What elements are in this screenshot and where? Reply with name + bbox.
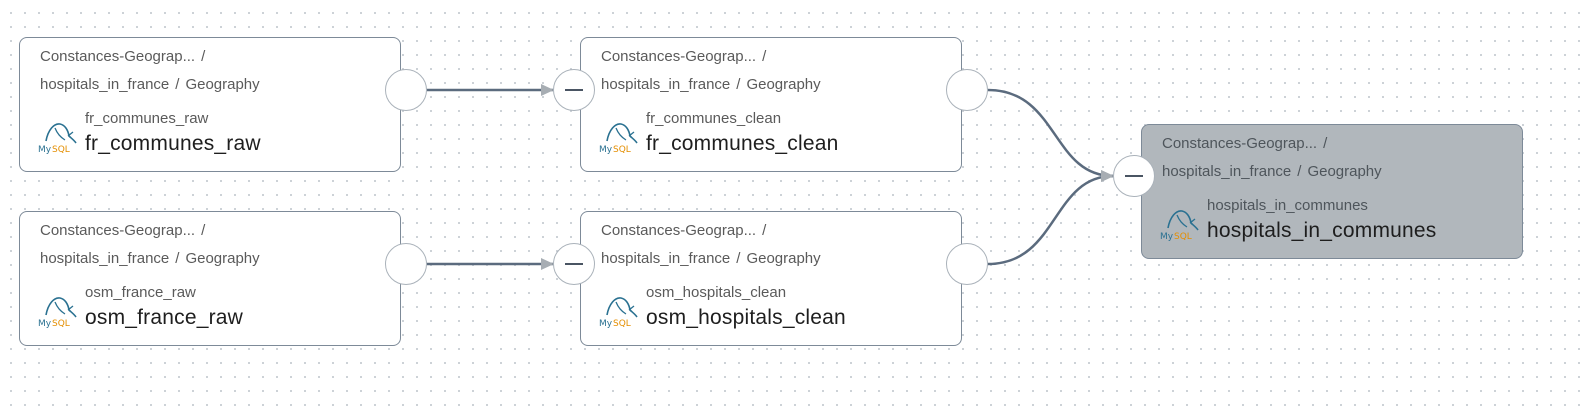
folder-link[interactable]: Geography (746, 76, 821, 93)
node-sub-name: osm_france_raw (85, 284, 196, 301)
node-breadcrumb-project: Constances-Geograp.../ (601, 222, 767, 239)
node-name[interactable]: osm_france_raw (85, 306, 244, 329)
node-sub-name: hospitals_in_communes (1207, 197, 1368, 214)
input-handle-osm-hospitals-clean[interactable] (553, 243, 595, 285)
node-breadcrumb-dataset: hospitals_in_france/Geography (40, 76, 260, 93)
svg-text:SQL: SQL (52, 319, 70, 329)
node-breadcrumb-project: Constances-Geograp.../ (40, 222, 206, 239)
input-handle-fr-communes-clean[interactable] (553, 69, 595, 111)
dataset-link[interactable]: hospitals_in_france (1162, 163, 1292, 180)
dataset-link[interactable]: hospitals_in_france (601, 250, 731, 267)
svg-text:SQL: SQL (52, 145, 70, 155)
node-breadcrumb-dataset: hospitals_in_france/Geography (1162, 163, 1382, 180)
svg-text:My: My (599, 319, 613, 329)
project-link[interactable]: Constances-Geograp... (601, 48, 757, 65)
edge-osm-hospitals-clean-to-hospitals-in-communes[interactable] (987, 170, 1114, 266)
svg-text:My: My (38, 145, 52, 155)
mysql-icon: My SQL (599, 297, 638, 329)
project-link[interactable]: Constances-Geograp... (40, 48, 196, 65)
node-breadcrumb-dataset: hospitals_in_france/Geography (40, 250, 260, 267)
mysql-icon: My SQL (38, 297, 77, 329)
svg-text:My: My (599, 145, 613, 155)
node-name[interactable]: fr_communes_raw (85, 132, 261, 155)
node-hospitals-in-communes[interactable]: Constances-Geograp.../ hospitals_in_fran… (1141, 124, 1523, 259)
node-fr-communes-clean[interactable]: Constances-Geograp.../ hospitals_in_fran… (580, 37, 962, 172)
node-osm-france-raw[interactable]: Constances-Geograp.../ hospitals_in_fran… (19, 211, 401, 346)
node-sub-name: osm_hospitals_clean (646, 284, 787, 301)
folder-link[interactable]: Geography (1307, 163, 1382, 180)
node-breadcrumb-project: Constances-Geograp.../ (40, 48, 206, 65)
folder-link[interactable]: Geography (746, 250, 821, 267)
output-handle-osm-hospitals-clean[interactable] (946, 243, 988, 285)
node-breadcrumb-dataset: hospitals_in_france/Geography (601, 76, 821, 93)
dataset-link[interactable]: hospitals_in_france (601, 76, 731, 93)
project-link[interactable]: Constances-Geograp... (1162, 135, 1318, 152)
dataset-link[interactable]: hospitals_in_france (40, 250, 170, 267)
node-sub-name: fr_communes_clean (646, 110, 782, 127)
folder-link[interactable]: Geography (185, 250, 260, 267)
input-handle-hospitals-in-communes[interactable] (1113, 155, 1155, 197)
project-link[interactable]: Constances-Geograp... (40, 222, 196, 239)
folder-link[interactable]: Geography (185, 76, 260, 93)
node-breadcrumb-project: Constances-Geograp.../ (601, 48, 767, 65)
dataset-link[interactable]: hospitals_in_france (40, 76, 170, 93)
svg-text:SQL: SQL (613, 319, 631, 329)
edge-fr-communes-clean-to-hospitals-in-communes[interactable] (987, 88, 1114, 182)
node-fr-communes-raw[interactable]: Constances-Geograp.../ hospitals_in_fran… (19, 37, 401, 172)
output-handle-fr-communes-clean[interactable] (946, 69, 988, 111)
mysql-icon: My SQL (38, 123, 77, 155)
output-handle-osm-france-raw[interactable] (385, 243, 427, 285)
node-name[interactable]: fr_communes_clean (646, 132, 839, 155)
project-link[interactable]: Constances-Geograp... (601, 222, 757, 239)
mysql-icon: My SQL (599, 123, 638, 155)
node-breadcrumb-dataset: hospitals_in_france/Geography (601, 250, 821, 267)
node-name[interactable]: osm_hospitals_clean (646, 306, 846, 329)
node-sub-name: fr_communes_raw (85, 110, 209, 127)
node-breadcrumb-project: Constances-Geograp.../ (1162, 135, 1328, 152)
mysql-icon: My SQL (1160, 210, 1199, 242)
svg-text:My: My (38, 319, 52, 329)
output-handle-fr-communes-raw[interactable] (385, 69, 427, 111)
svg-text:My: My (1160, 232, 1174, 242)
svg-text:SQL: SQL (613, 145, 631, 155)
node-name[interactable]: hospitals_in_communes (1207, 219, 1437, 242)
node-osm-hospitals-clean[interactable]: Constances-Geograp.../ hospitals_in_fran… (580, 211, 962, 346)
svg-text:SQL: SQL (1174, 232, 1192, 242)
